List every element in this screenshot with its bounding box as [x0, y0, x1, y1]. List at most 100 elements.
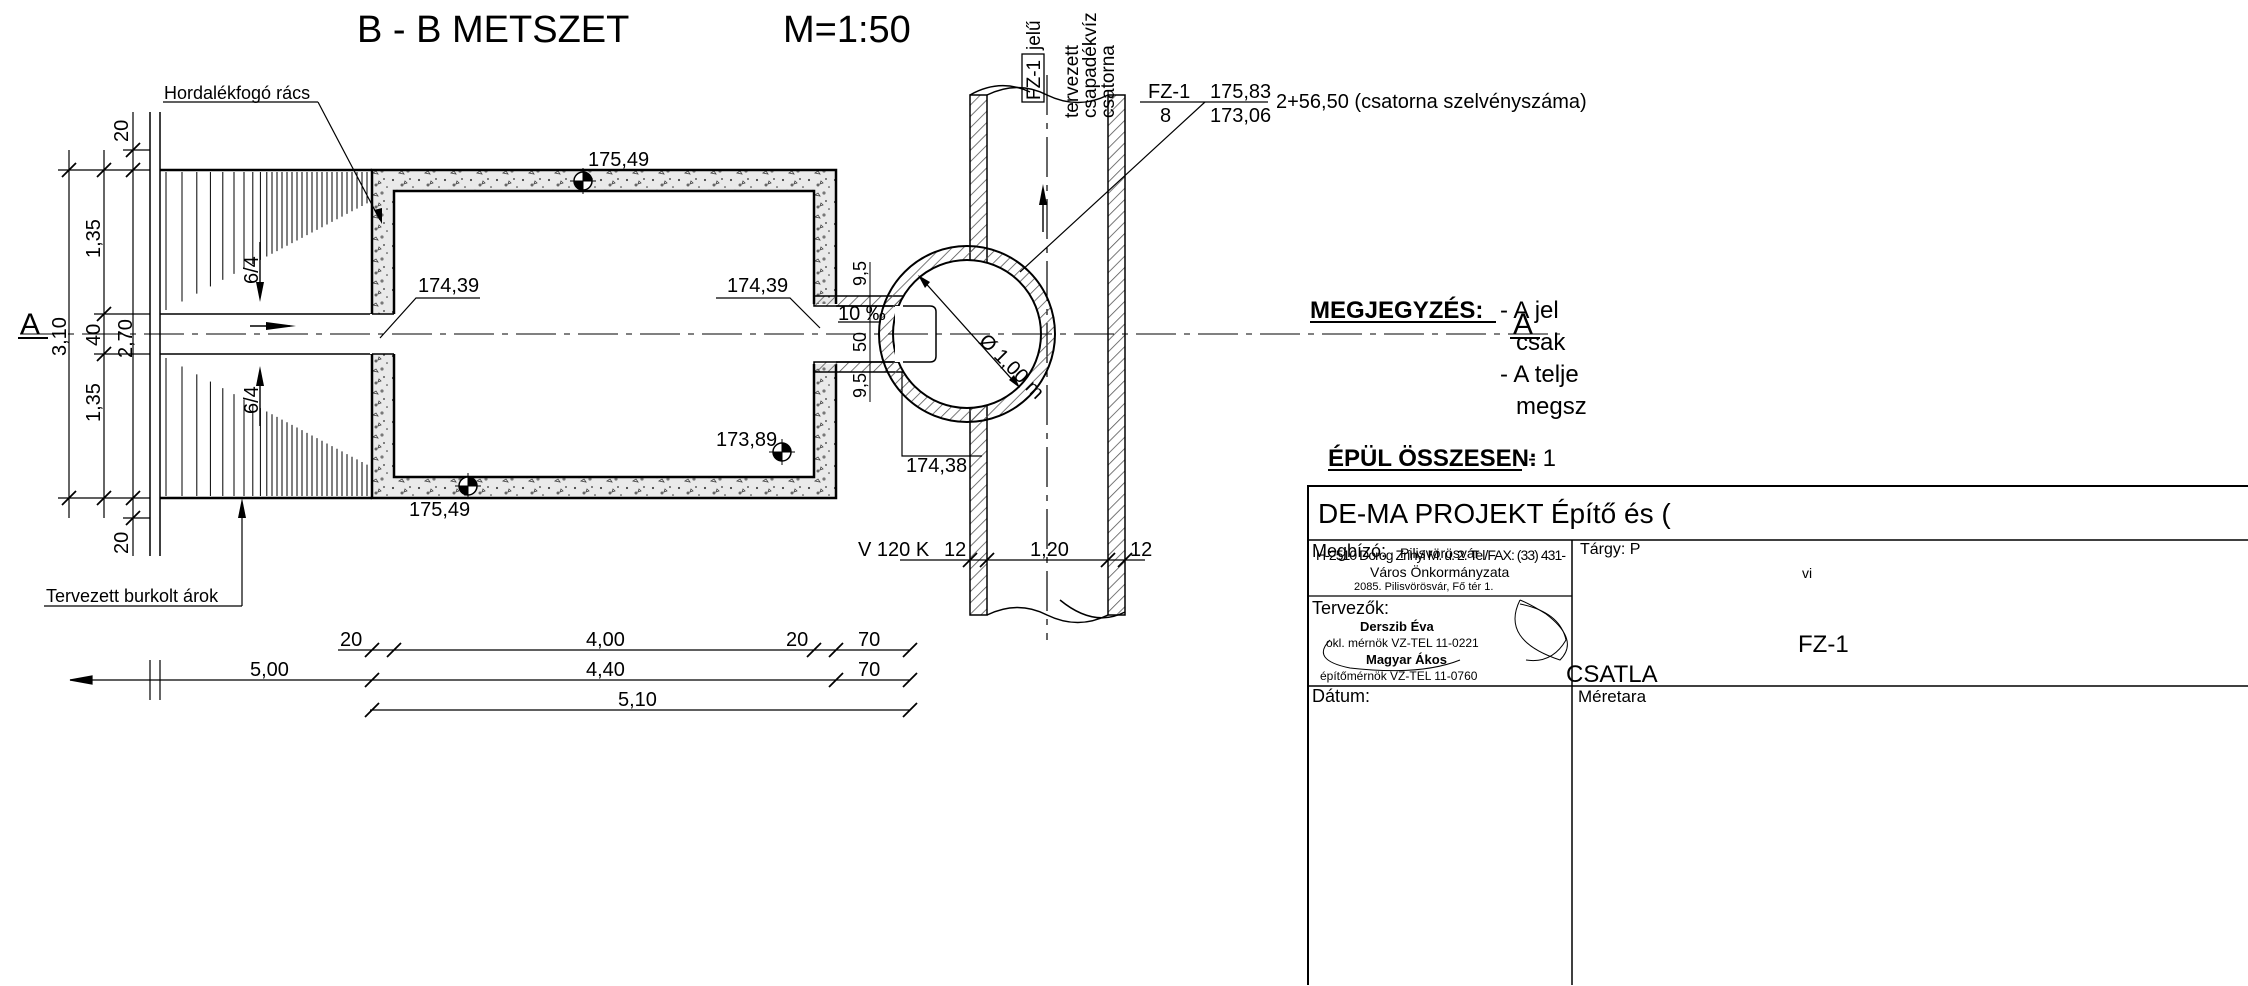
planned-ditch-label: Tervezett burkolt árok — [46, 586, 219, 606]
dimension-tick — [979, 552, 995, 568]
dim-row2-500: 5,00 — [250, 659, 289, 681]
dim-row1-70: 70 — [858, 629, 880, 651]
station-label: 2+56,50 (csatorna szelvényszáma) — [1276, 91, 1587, 113]
dimension-tick — [61, 162, 77, 178]
dim-left-40: 40 — [83, 324, 105, 346]
node-top-level: 175,83 — [1210, 81, 1271, 103]
level-inlet-right: 174,39 — [727, 275, 788, 297]
flow-arrow-icon — [250, 322, 296, 330]
slope-percent: 10 ‰ — [838, 303, 886, 325]
dimension-tick — [962, 552, 978, 568]
title-block — [1307, 485, 2248, 985]
dimension-tick — [902, 702, 918, 718]
slope-label-top: 6/4 — [241, 256, 263, 284]
scale-label: Méretara — [1578, 687, 1647, 706]
dim-pipe-95-bottom: 9,5 — [850, 373, 870, 398]
node-number: 8 — [1160, 105, 1171, 127]
client-name-1: Pilisvörösvár — [1400, 545, 1480, 561]
pipe-planned-3: csatorna — [1098, 45, 1119, 118]
dimension-tick — [125, 510, 141, 526]
node-box: FZ-1 8 175,83 173,06 — [1019, 81, 1271, 273]
level-top: 175,49 — [588, 149, 649, 171]
dim-row2-440: 4,40 — [586, 659, 625, 681]
dimension-tick — [1100, 552, 1116, 568]
dim-left-20-bottom: 20 — [111, 532, 133, 554]
designer-1-title: okl. mérnök VZ-TEL 11-0221 — [1326, 636, 1479, 650]
dimension-tick — [96, 306, 112, 322]
pipe-planned-2: csapadékvíz — [1080, 12, 1101, 118]
notes-line4: megsz — [1516, 393, 1587, 420]
section-label-right: A — [1513, 308, 1533, 341]
designer-1-name: Derszib Éva — [1360, 619, 1434, 634]
dim-row3-510: 5,10 — [618, 689, 657, 711]
level-marker-icon — [455, 473, 481, 499]
date-label: Dátum: — [1312, 686, 1371, 706]
client-panel: Megbízó: Pilisvörösvár Város Önkormányza… — [1308, 541, 1572, 986]
summary-text: - 1 — [1528, 445, 1556, 472]
designers-label: Tervezők: — [1312, 598, 1390, 618]
level-inlet-left: 174,39 — [418, 275, 479, 297]
dimension-tick — [96, 162, 112, 178]
dimension-tick — [125, 142, 141, 158]
company-name: DE-MA PROJEKT Építő és ( — [1318, 498, 1671, 529]
dimension-tick — [125, 490, 141, 506]
notes-line3: - A telje — [1500, 361, 1579, 388]
dimension-tick — [1117, 552, 1133, 568]
section-label-left: A — [20, 308, 40, 341]
pipe-id-box — [1021, 53, 1045, 103]
dimension-tick — [902, 642, 918, 658]
designer-2-title: építőmérnök VZ-TEL 11-0760 — [1320, 669, 1478, 683]
dimension-tick — [96, 490, 112, 506]
slope-arrow-bottom-icon — [256, 366, 264, 426]
client-name-2: Város Önkormányzata — [1370, 564, 1510, 580]
slope-label-bottom: 6/4 — [241, 386, 263, 414]
company-address: H-2510 Dorog Zrínyi M. u. 2. Tel/FAX: (3… — [1316, 547, 1566, 563]
pipe-planned-1: tervezett — [1062, 44, 1083, 118]
node-bottom-level: 173,06 — [1210, 105, 1271, 127]
dimension-tick — [61, 490, 77, 506]
client-label-text: Megbízó: — [1312, 541, 1387, 561]
drawing-name-2: CSATLA — [1566, 661, 1658, 688]
subject-label: Tárgy: P — [1580, 541, 1641, 558]
dim-row1-400: 4,00 — [586, 629, 625, 651]
dimension-tick — [828, 672, 844, 688]
pipe-id-suffix: jelű — [1024, 20, 1045, 51]
dim-pipe-50: 50 — [850, 332, 870, 352]
dim-pipe-95-top: 9,5 — [850, 261, 870, 286]
drawing-title: B - B METSZET — [357, 9, 629, 51]
level-bottom: 175,49 — [409, 499, 470, 521]
summary-heading: ÉPÜL ÖSSZESEN: — [1328, 444, 1537, 472]
dim-left-135-bottom: 1,35 — [83, 383, 105, 422]
pipe-id-vertical: FZ-1 — [1024, 60, 1045, 100]
subject-line-2: vi — [1802, 565, 1813, 581]
dimension-tick — [806, 642, 822, 658]
notes-line2: csak — [1516, 329, 1566, 356]
dim-left-20-top: 20 — [111, 120, 133, 142]
drawing-name-1: FZ-1 — [1798, 631, 1849, 658]
dim-wall-12-right: 12 — [1130, 539, 1152, 561]
dimension-tick — [828, 642, 844, 658]
drawing-scale: M=1:50 — [783, 9, 911, 51]
dimension-tick — [364, 702, 380, 718]
dim-row2-70: 70 — [858, 659, 880, 681]
level-marker-icon — [769, 439, 795, 465]
dimension-ticks — [61, 142, 141, 526]
dim-total-270: 2,70 — [115, 319, 137, 358]
pipe-type-label: V 120 K — [858, 539, 930, 561]
dimension-tick — [386, 642, 402, 658]
dim-row1-20b: 20 — [786, 629, 808, 651]
dimension-tick — [902, 672, 918, 688]
notes-heading: MEGJEGYZÉS: — [1310, 296, 1483, 324]
designer-2-name: Magyar Ákos — [1366, 652, 1447, 667]
slope-arrow-top-icon — [256, 242, 264, 302]
node-name: FZ-1 — [1148, 81, 1190, 103]
level-marker-icon — [570, 168, 596, 194]
level-floor: 173,89 — [716, 429, 777, 451]
dim-left-135-top: 1,35 — [83, 219, 105, 258]
subject-panel: Tárgy: P vi FZ-1 CSATLA Méretara — [1566, 541, 2248, 986]
dim-row1-20a: 20 — [340, 629, 362, 651]
dimension-tick — [364, 672, 380, 688]
dimension-tick — [125, 162, 141, 178]
dim-pipe-120: 1,20 — [1030, 539, 1069, 561]
